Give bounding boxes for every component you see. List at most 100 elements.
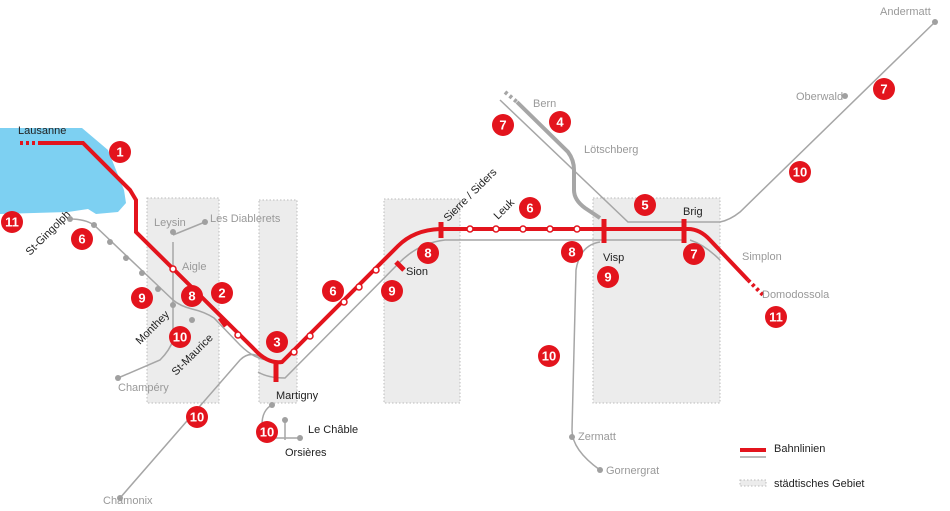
line-badge-circle [549,111,571,133]
station-leuk: Leuk [492,196,518,222]
line-badge: 11 [1,211,23,233]
line-badge: 9 [597,266,619,288]
station-sion: Sion [406,266,428,278]
legend-urban-swatch [739,479,767,487]
line-badge: 7 [873,78,895,100]
station-chamonix: Chamonix [103,495,153,507]
station-le-chable: Le Châble [308,424,358,436]
line-badge-number: 10 [190,410,204,425]
line-badge-number: 9 [604,270,611,285]
line-badge-number: 11 [769,310,783,325]
line-badge-number: 8 [568,245,575,260]
line-badge: 10 [256,421,278,443]
line-badge-number: 5 [641,198,648,213]
line-badge-number: 6 [526,201,533,216]
station-orsieres: Orsières [285,447,327,459]
line-badge-number: 10 [542,349,556,364]
line-badge: 10 [186,406,208,428]
line-badge-circle [266,331,288,353]
line-badge-number: 7 [499,118,506,133]
station-gornergrat: Gornergrat [606,465,659,477]
line-badge-number: 4 [556,115,564,130]
station-sierre: Sierre / Siders [442,166,500,224]
line-badge: 6 [71,228,93,250]
line-badge: 8 [181,285,203,307]
line-badge-number: 1 [116,145,123,160]
line-badge: 4 [549,111,571,133]
line-badge: 10 [789,161,811,183]
line-badge-circle [71,228,93,250]
line-badge-circle [181,285,203,307]
secondary-stops [67,19,938,501]
line-badge: 9 [381,280,403,302]
line-badge: 11 [765,306,787,328]
line-badge-number: 9 [388,284,395,299]
line-badge-number: 10 [173,330,187,345]
line-badge: 1 [109,141,131,163]
station-leysin: Leysin [154,217,186,229]
main-rail-line [20,141,766,382]
line-badge: 9 [131,287,153,309]
station-les-diablerets: Les Diablerets [210,213,281,225]
line-badge-number: 3 [273,335,280,350]
station-zermatt: Zermatt [578,431,616,443]
line-badge-circle [561,241,583,263]
line-badge-circle [322,280,344,302]
line-badge-circle [381,280,403,302]
line-badge-circle [683,243,705,265]
station-domodossola: Domodossola [762,289,830,301]
line-badge-number: 8 [188,289,195,304]
line-badge-circle [873,78,895,100]
line-badge-circle [597,266,619,288]
line-badge-number: 10 [793,165,807,180]
line-badge-circle [789,161,811,183]
line-badge-circle [634,194,656,216]
line-badge-circle [169,326,191,348]
station-brig: Brig [683,206,703,218]
line-badge-number: 11 [5,215,19,230]
line-badge-number: 8 [424,246,431,261]
station-visp: Visp [603,252,624,264]
line-badge-circle [492,114,514,136]
loetschberg-line [515,100,602,220]
station-simplon: Simplon [742,251,782,263]
station-loetschberg: Lötschberg [584,144,638,156]
station-lausanne: Lausanne [18,125,66,137]
bern-stub [503,90,519,104]
line-badge-circle [256,421,278,443]
line-badge: 5 [634,194,656,216]
line-badge-circle [519,197,541,219]
line-badge-circle [417,242,439,264]
line-badge: 7 [492,114,514,136]
line-badge-number: 6 [329,284,336,299]
line-badge-number: 7 [880,82,887,97]
station-oberwald: Oberwald [796,91,843,103]
station-andermatt: Andermatt [880,6,931,18]
legend-rail-label: Bahnlinien [774,443,825,455]
line-badge: 8 [417,242,439,264]
line-badge: 6 [322,280,344,302]
line-badge-circle [109,141,131,163]
line-badge-circle [211,282,233,304]
station-champery: Champéry [118,382,169,394]
line-badge-circle [131,287,153,309]
legend: Bahnlinien städtisches Gebiet [739,443,865,490]
line-badge: 10 [538,345,560,367]
line-badge: 7 [683,243,705,265]
station-st-gingolph: St-Gingolph [24,209,74,259]
line-badge-circle [1,211,23,233]
line-badge-circle [538,345,560,367]
line-badge: 6 [519,197,541,219]
line-badge: 2 [211,282,233,304]
line-badge-circle [765,306,787,328]
line-badge-number: 10 [260,425,274,440]
line-badge-number: 6 [78,232,85,247]
line-badge-circle [186,406,208,428]
line-badge: 10 [169,326,191,348]
line-badge-number: 2 [218,286,225,301]
legend-urban-label: städtisches Gebiet [774,478,865,490]
line-badge: 3 [266,331,288,353]
station-bern: Bern [533,98,556,110]
